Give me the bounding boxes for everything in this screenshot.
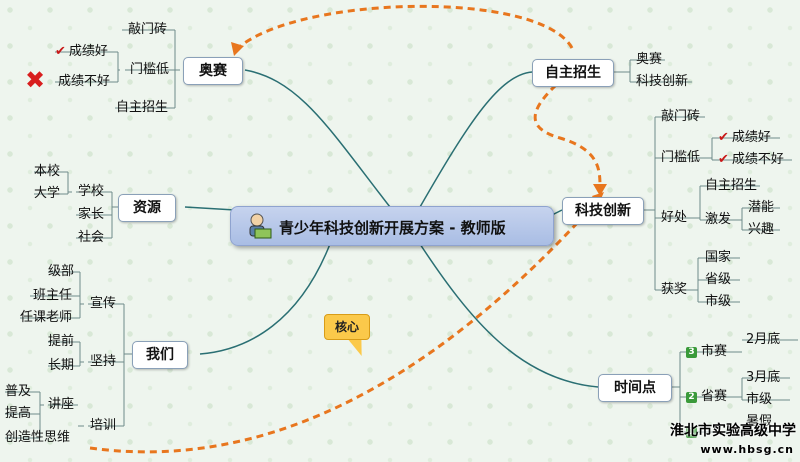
- topic-resources[interactable]: 资源: [118, 194, 176, 222]
- olympiad-item-stepping-stone[interactable]: 敲门砖: [128, 22, 168, 37]
- promote-subject-teacher[interactable]: 任课老师: [20, 310, 73, 325]
- us-promote[interactable]: 宣传: [90, 296, 117, 311]
- promote-head-teacher[interactable]: 班主任: [33, 288, 73, 303]
- school-watermark: 淮北市实验高级中学: [670, 423, 796, 439]
- site-url-watermark: www.hbsg.cn: [700, 443, 794, 456]
- olympiad-item-admission[interactable]: 自主招生: [116, 100, 169, 115]
- cross-icon: ✖: [25, 66, 46, 94]
- resource-society[interactable]: 社会: [78, 230, 105, 245]
- award-city[interactable]: 市级: [705, 294, 732, 309]
- olympiad-bad-grades[interactable]: 成绩不好: [58, 74, 111, 89]
- persist-early[interactable]: 提前: [48, 334, 75, 349]
- central-topic[interactable]: 青少年科技创新开展方案 - 教师版: [230, 206, 554, 246]
- timeline-province-time[interactable]: 3月底: [746, 370, 781, 385]
- province-city-level[interactable]: 市级: [746, 392, 773, 407]
- topic-olympiad[interactable]: 奥赛: [183, 57, 243, 85]
- priority-2-icon: 2: [686, 392, 697, 403]
- lecture-improve[interactable]: 提高: [5, 406, 32, 421]
- olympiad-item-low-threshold[interactable]: 门槛低: [130, 62, 170, 77]
- inspire-potential[interactable]: 潜能: [748, 200, 775, 215]
- innovation-low-threshold[interactable]: 门槛低: [661, 150, 701, 165]
- timeline-summer[interactable]: 暑假: [746, 414, 773, 429]
- lecture-popularize[interactable]: 普及: [5, 384, 32, 399]
- core-callout[interactable]: 核心: [324, 314, 370, 340]
- admission-innovation[interactable]: 科技创新: [636, 74, 689, 89]
- priority-3-icon: 3: [686, 347, 697, 358]
- check-icon: ✔: [718, 152, 729, 167]
- topic-admission[interactable]: 自主招生: [532, 59, 614, 87]
- topic-us[interactable]: 我们: [132, 341, 188, 369]
- innovation-good-grades[interactable]: ✔成绩好: [718, 130, 771, 145]
- training-lecture[interactable]: 讲座: [48, 397, 75, 412]
- us-persist[interactable]: 坚持: [90, 354, 117, 369]
- resource-parents[interactable]: 家长: [78, 207, 105, 222]
- timeline-city-time[interactable]: 2月底: [746, 332, 781, 347]
- central-title: 青少年科技创新开展方案 - 教师版: [279, 219, 506, 237]
- lecture-creative-thinking[interactable]: 创造性思维: [5, 430, 71, 445]
- person-laptop-icon: [249, 213, 272, 239]
- innovation-benefits[interactable]: 好处: [661, 210, 688, 225]
- promote-grade[interactable]: 级部: [48, 264, 75, 279]
- persist-long-term[interactable]: 长期: [48, 358, 75, 373]
- innovation-awards[interactable]: 获奖: [661, 282, 688, 297]
- us-training[interactable]: 培训: [90, 418, 117, 433]
- benefit-inspire[interactable]: 激发: [705, 212, 732, 227]
- olympiad-good-grades[interactable]: ✔成绩好: [55, 44, 108, 59]
- award-provincial[interactable]: 省级: [705, 272, 732, 287]
- priority-1-icon: 1: [686, 427, 697, 438]
- topic-innovation[interactable]: 科技创新: [562, 197, 644, 225]
- benefit-admission[interactable]: 自主招生: [705, 178, 758, 193]
- admission-olympiad[interactable]: 奥赛: [636, 52, 663, 67]
- innovation-stepping-stone[interactable]: 敲门砖: [661, 109, 701, 124]
- innovation-bad-grades[interactable]: ✔成绩不好: [718, 152, 784, 167]
- resource-school[interactable]: 学校: [78, 184, 105, 199]
- resource-university[interactable]: 大学: [34, 186, 61, 201]
- resource-own-school[interactable]: 本校: [34, 164, 61, 179]
- check-icon: ✔: [55, 44, 66, 59]
- award-national[interactable]: 国家: [705, 250, 732, 265]
- inspire-interest[interactable]: 兴趣: [748, 222, 775, 237]
- topic-timeline[interactable]: 时间点: [598, 374, 672, 402]
- timeline-third-item[interactable]: 1: [686, 424, 701, 440]
- check-icon: ✔: [718, 130, 729, 145]
